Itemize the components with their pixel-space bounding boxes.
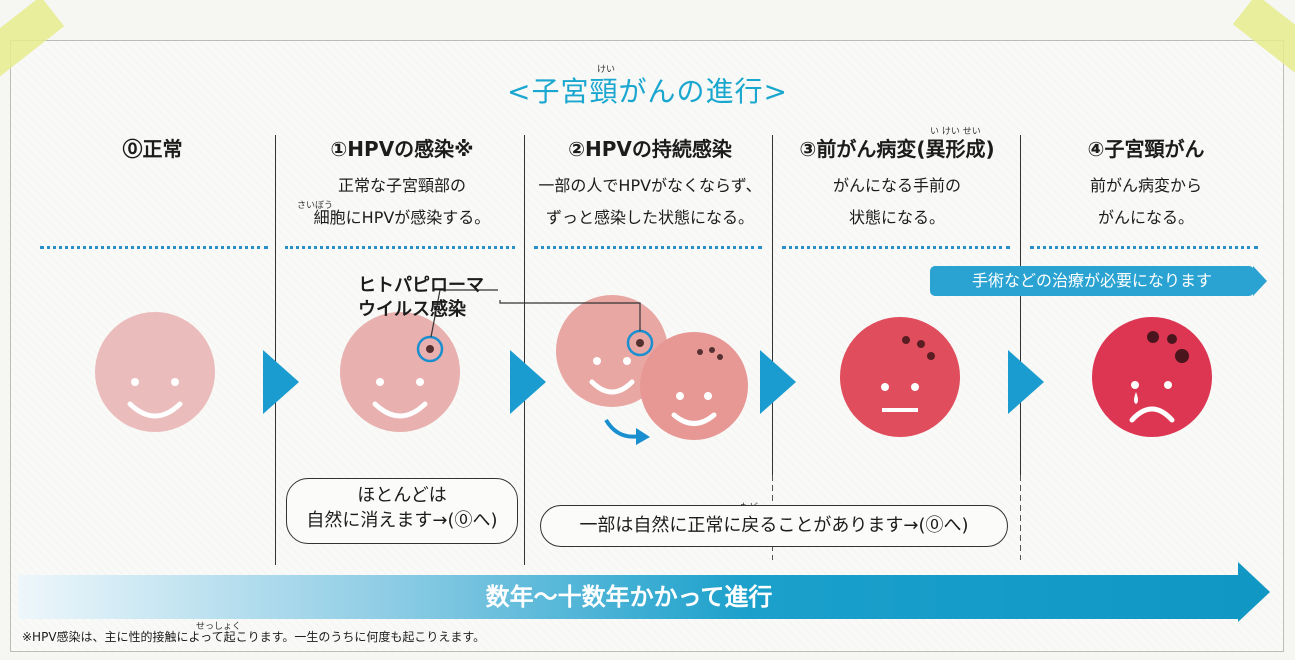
stage-4-desc: 前がん病変からがんになる。 (1089, 176, 1202, 227)
infected-face-icon (556, 295, 748, 440)
footnote-ruby: せっしょく (196, 622, 242, 632)
dotted-divider (782, 246, 1010, 249)
treatment-banner: 手術などの治療が必要になります (930, 266, 1254, 296)
stage-1-desc: 正常な子宮頸部の細胞にHPVが感染する。 (313, 176, 491, 227)
progress-arrow-tip (1238, 562, 1270, 622)
stage-1-heading: ①HPVの感染※ (330, 137, 474, 161)
column-divider (1020, 135, 1021, 475)
note-regression: 一部は自然に正常に戻ることがあります→(⓪へ) (540, 505, 1008, 547)
stage-0-heading: ⓪正常 (122, 137, 183, 161)
column-divider-dashed (1020, 475, 1021, 560)
title-ruby: けい (597, 65, 616, 75)
stage-3-desc: がんになる手前の状態になる。 (832, 176, 961, 227)
sad-face-icon (1092, 317, 1212, 437)
footnote: ※HPV感染は、主に性的接触によって起こります。一生のうちに何度も起こりえます。 (22, 630, 486, 644)
stage-arrow-icon (510, 350, 546, 414)
stage-3-heading: ③前がん病変(異形成) (799, 137, 995, 161)
stage-arrow-icon (760, 350, 796, 414)
treatment-banner-tail (1253, 266, 1267, 296)
dotted-divider (534, 246, 762, 249)
virus-label: ヒトパピローマ ウイルス感染 (358, 275, 484, 320)
progress-bar: 数年〜十数年かかって進行 (18, 575, 1240, 619)
stage-4-heading: ④子宮頸がん (1087, 137, 1205, 161)
neutral-face-icon (840, 317, 960, 437)
stage-2-heading: ②HPVの持続感染 (568, 137, 732, 161)
page-title: <子宮頸がんの進行> (507, 75, 788, 108)
dotted-divider (285, 246, 515, 249)
return-arrow-icon (604, 418, 641, 439)
stage-arrow-icon (263, 350, 299, 414)
stage-3-ruby: い けい せい (930, 127, 981, 137)
note-natural-clearance: ほとんどは 自然に消えます→(⓪へ) (286, 478, 518, 544)
stage-2-desc: 一部の人でHPVがなくならず、ずっと感染した状態になる。 (538, 176, 762, 227)
stage-arrow-icon (1008, 350, 1044, 414)
dotted-divider (40, 246, 268, 249)
column-divider (772, 135, 773, 475)
smile-face-icon (95, 312, 215, 432)
dotted-divider (1030, 246, 1258, 249)
infected-face-icon (340, 312, 460, 432)
return-arrow-head (636, 428, 650, 445)
stage-1-ruby: さいぼう (297, 201, 334, 211)
